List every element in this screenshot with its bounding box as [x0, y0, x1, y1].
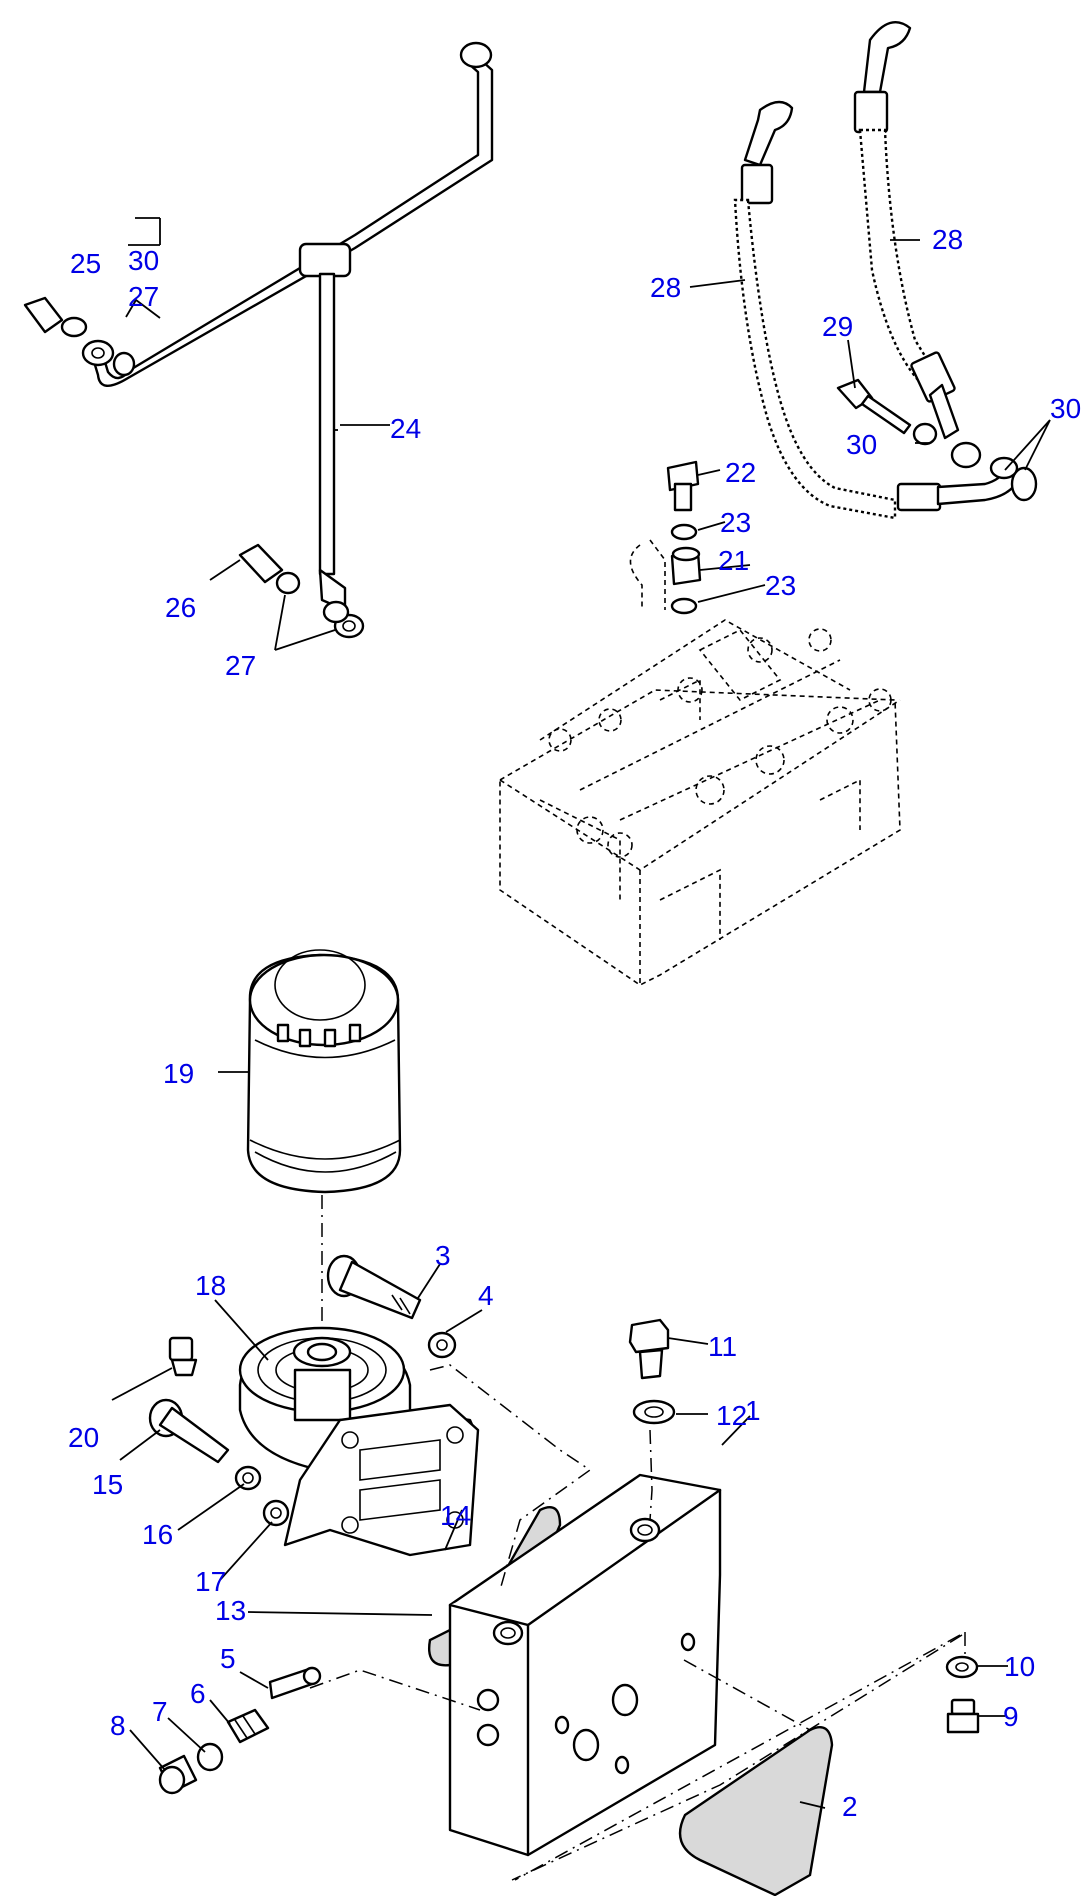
- callout-10: 10: [1004, 1651, 1035, 1682]
- callout-23-upper: 23: [720, 507, 751, 538]
- callout-7: 7: [152, 1696, 168, 1727]
- callout-3: 3: [435, 1240, 451, 1271]
- callout-22: 22: [725, 457, 756, 488]
- plug-9: [945, 1655, 980, 1734]
- bolt-22: [666, 460, 702, 615]
- bolt-15: [148, 1398, 290, 1527]
- callout-4: 4: [478, 1280, 494, 1311]
- callout-30-middle: 30: [846, 429, 877, 460]
- callout-25: 25: [70, 248, 101, 279]
- callout-16: 16: [142, 1519, 173, 1550]
- callout-15: 15: [92, 1469, 123, 1500]
- callout-21: 21: [718, 545, 749, 576]
- callout-labels: 25 30 27 24 26 27 28 28 29 30 30 22 23 2…: [68, 224, 1081, 1822]
- callout-9: 9: [1003, 1701, 1019, 1732]
- banjo-bolt-29: [836, 378, 938, 446]
- callout-23-lower: 23: [765, 570, 796, 601]
- callout-17: 17: [195, 1566, 226, 1597]
- callout-24: 24: [390, 413, 421, 444]
- callout-13: 13: [215, 1595, 246, 1626]
- relief-valve-parts: [158, 1666, 322, 1795]
- callout-28-left: 28: [650, 272, 681, 303]
- bolt-3: [326, 1254, 457, 1359]
- filter-cartridge-19: [246, 949, 402, 1194]
- leader-lines: [111, 217, 1051, 1809]
- cylinder-head-phantom: [499, 539, 901, 986]
- callout-19: 19: [163, 1058, 194, 1089]
- callout-12: 12: [716, 1400, 747, 1431]
- callout-20: 20: [68, 1422, 99, 1453]
- hose-28-right: [853, 20, 1019, 480]
- callout-2: 2: [842, 1791, 858, 1822]
- callout-26: 26: [165, 592, 196, 623]
- callout-6: 6: [190, 1678, 206, 1709]
- plug-11: [628, 1318, 676, 1425]
- filter-head-18: [238, 1326, 480, 1557]
- callout-11: 11: [708, 1331, 737, 1362]
- gasket-2: [678, 1725, 834, 1896]
- oil-pipe-24: [93, 41, 494, 639]
- callout-28-right: 28: [932, 224, 963, 255]
- sensor-20: [168, 1336, 198, 1377]
- callout-18: 18: [195, 1270, 226, 1301]
- banjo-bolt-26: [238, 543, 350, 624]
- callout-29: 29: [822, 311, 853, 342]
- callout-30-right: 30: [1050, 393, 1081, 424]
- banjo-bolt-25: [23, 296, 136, 377]
- callout-27-top: 27: [128, 281, 159, 312]
- callout-5: 5: [220, 1643, 236, 1674]
- callout-1: 1: [745, 1395, 761, 1426]
- callout-8: 8: [110, 1710, 126, 1741]
- callout-14: 14: [440, 1500, 471, 1531]
- valve-block-1: [448, 1473, 722, 1857]
- callout-30-top-left: 30: [128, 245, 159, 276]
- callout-27-bottom: 27: [225, 650, 256, 681]
